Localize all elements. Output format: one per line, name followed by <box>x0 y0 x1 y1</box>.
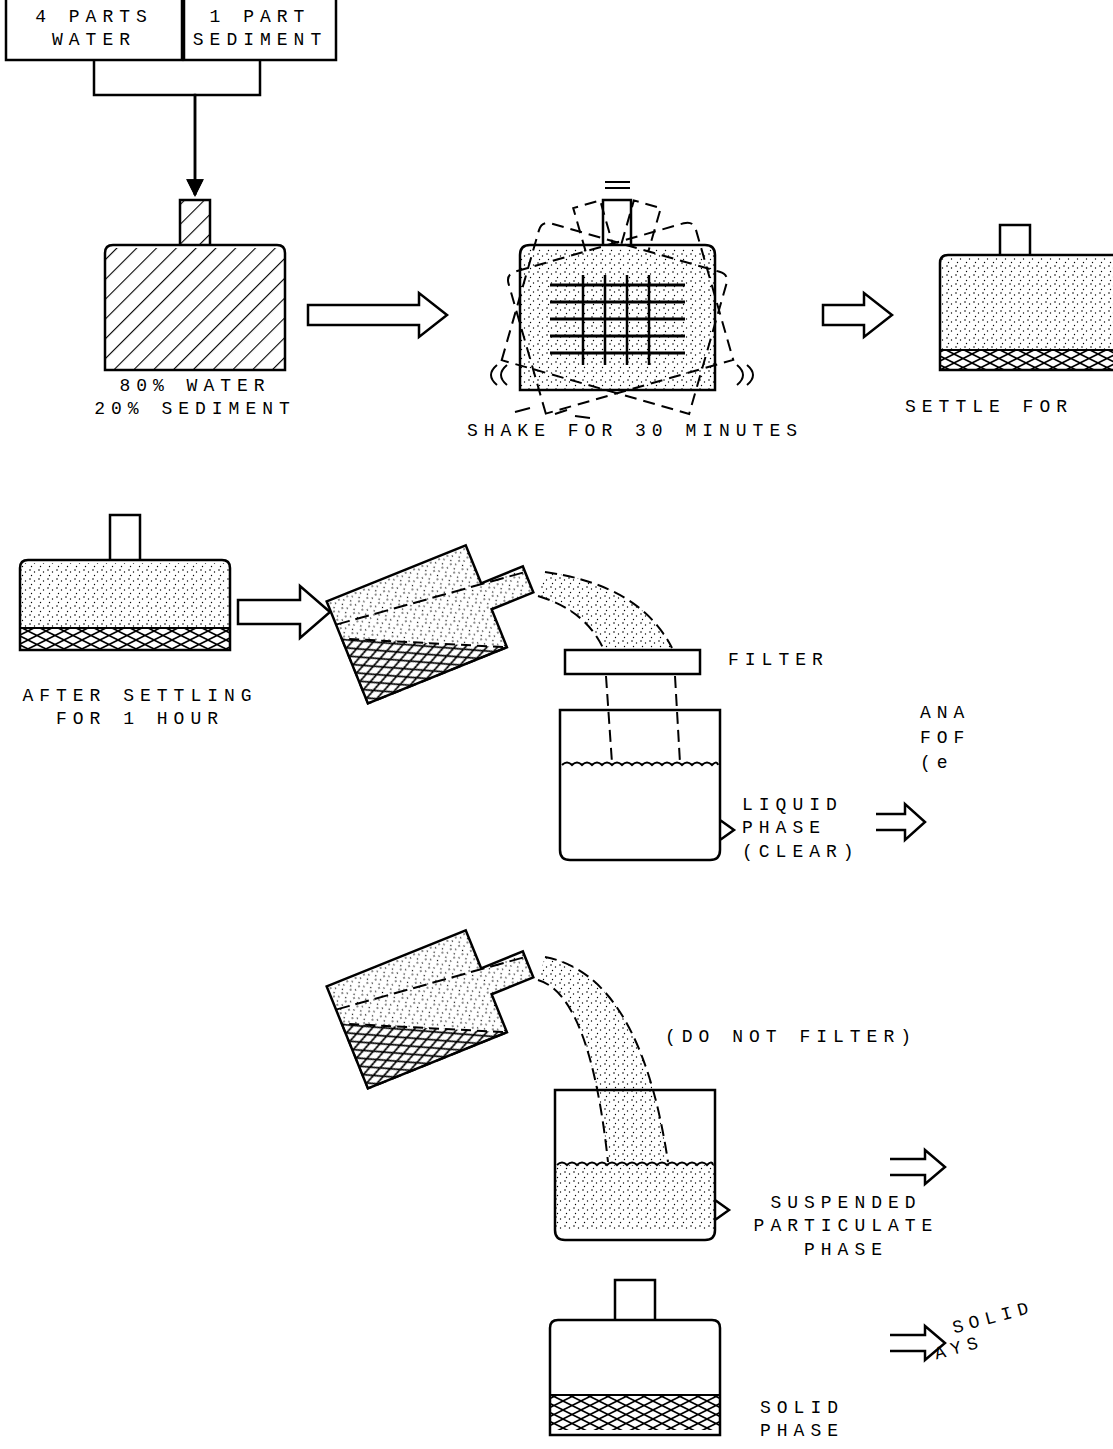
flow-line <box>195 60 260 195</box>
node-label: 80% WATER 20% SEDIMENT <box>90 375 300 422</box>
node-label: SUSPENDED PARTICULATE PHASE <box>740 1192 952 1262</box>
beaker-outline <box>555 1090 729 1240</box>
tilted-bottle <box>327 528 549 703</box>
process-node: 4 PARTS WATER <box>6 0 182 60</box>
node-label: SHAKE FOR 30 MINUTES <box>455 420 815 443</box>
liquid-surface <box>557 1163 713 1166</box>
process-node: SHAKE FOR 30 MINUTES <box>455 180 815 450</box>
bottle-fill <box>520 248 715 390</box>
motion-mark <box>491 182 753 418</box>
block-arrow <box>823 293 892 337</box>
motion-outline <box>493 177 733 413</box>
process-node: SUSPENDED PARTICULATE PHASE <box>545 1080 955 1275</box>
pour-stream-edge <box>545 957 668 1162</box>
pour-stream-edge <box>538 980 608 1162</box>
agitation-line <box>550 318 685 321</box>
process-node: 80% WATER 20% SEDIMENT <box>90 195 300 435</box>
bottle-fill <box>20 628 230 650</box>
node-label: FILTER <box>728 649 843 672</box>
node-label: SOLID PHASE <box>760 1397 855 1444</box>
bottle-outline <box>550 1280 720 1435</box>
layer-line <box>940 349 1113 351</box>
bottle-outline <box>520 200 715 390</box>
note-label: (DO NOT FILTER) <box>665 1026 917 1049</box>
agitation-line <box>550 284 685 287</box>
agitation-line <box>604 275 607 365</box>
bottle-outline <box>20 515 230 650</box>
pour-stream-edge <box>538 596 612 763</box>
agitation-line <box>550 301 685 304</box>
bottle-fill <box>940 258 1113 350</box>
layer-line <box>550 1394 720 1396</box>
agitation-line <box>582 275 585 365</box>
bottle-fill <box>940 350 1113 370</box>
node-shape <box>10 505 270 745</box>
process-node: FILTER <box>560 645 845 679</box>
node-shape <box>455 180 815 450</box>
process-node: 1 PART SEDIMENT <box>184 0 336 60</box>
note-label: (e <box>920 752 954 775</box>
process-node: AFTER SETTLING FOR 1 HOUR <box>10 505 270 745</box>
process-node: LIQUID PHASE (CLEAR) <box>550 700 880 870</box>
note-label: SOLID <box>950 1296 1037 1340</box>
agitation-line <box>550 335 685 338</box>
process-node: SETTLE FOR <box>900 210 1113 430</box>
block-arrow <box>308 293 447 337</box>
node-label: LIQUID PHASE (CLEAR) <box>742 794 878 864</box>
bottle-fill <box>550 1395 720 1430</box>
pour-stream <box>538 957 668 1162</box>
bottle-outline <box>327 913 549 1088</box>
node-label: 4 PARTS WATER <box>6 6 182 53</box>
output-arrow <box>890 1150 945 1184</box>
beaker-outline <box>560 710 734 860</box>
bottle-fill <box>180 200 210 245</box>
node-label: AFTER SETTLING FOR 1 HOUR <box>10 685 270 732</box>
surface-line <box>336 937 525 1030</box>
note-label: AYS <box>932 1331 987 1367</box>
beaker-fill <box>555 1165 715 1230</box>
output-arrow <box>876 804 925 840</box>
process-node: SOLID PHASE <box>545 1275 855 1449</box>
motion-outline <box>502 178 742 414</box>
note-label: ANA <box>920 702 970 725</box>
process-box <box>184 0 336 60</box>
agitation-line <box>648 275 651 365</box>
agitation-line <box>550 352 685 355</box>
suspension-fill <box>327 545 507 703</box>
surface-line <box>336 552 525 645</box>
filter-disc <box>565 650 700 674</box>
liquid-surface <box>562 763 718 766</box>
node-label: SETTLE FOR <box>905 396 1105 419</box>
layer-line <box>20 627 230 629</box>
flow-line <box>94 60 195 195</box>
process-box <box>6 0 182 60</box>
tilted-bottle <box>327 913 549 1088</box>
bottle-fill <box>105 248 285 370</box>
bottle-outline <box>940 225 1113 370</box>
block-arrow <box>238 586 330 638</box>
agitation-line <box>626 275 629 365</box>
suspension-fill <box>327 930 507 1088</box>
bottle-fill <box>20 563 230 628</box>
node-shape <box>545 1080 955 1275</box>
node-shape <box>90 195 300 435</box>
bottle-fill <box>550 1323 720 1395</box>
note-label: FOF <box>920 727 970 750</box>
pour-stream <box>538 572 672 648</box>
node-label: 1 PART SEDIMENT <box>184 6 336 53</box>
bottle-outline <box>327 528 549 703</box>
bottle-outline <box>105 200 285 370</box>
